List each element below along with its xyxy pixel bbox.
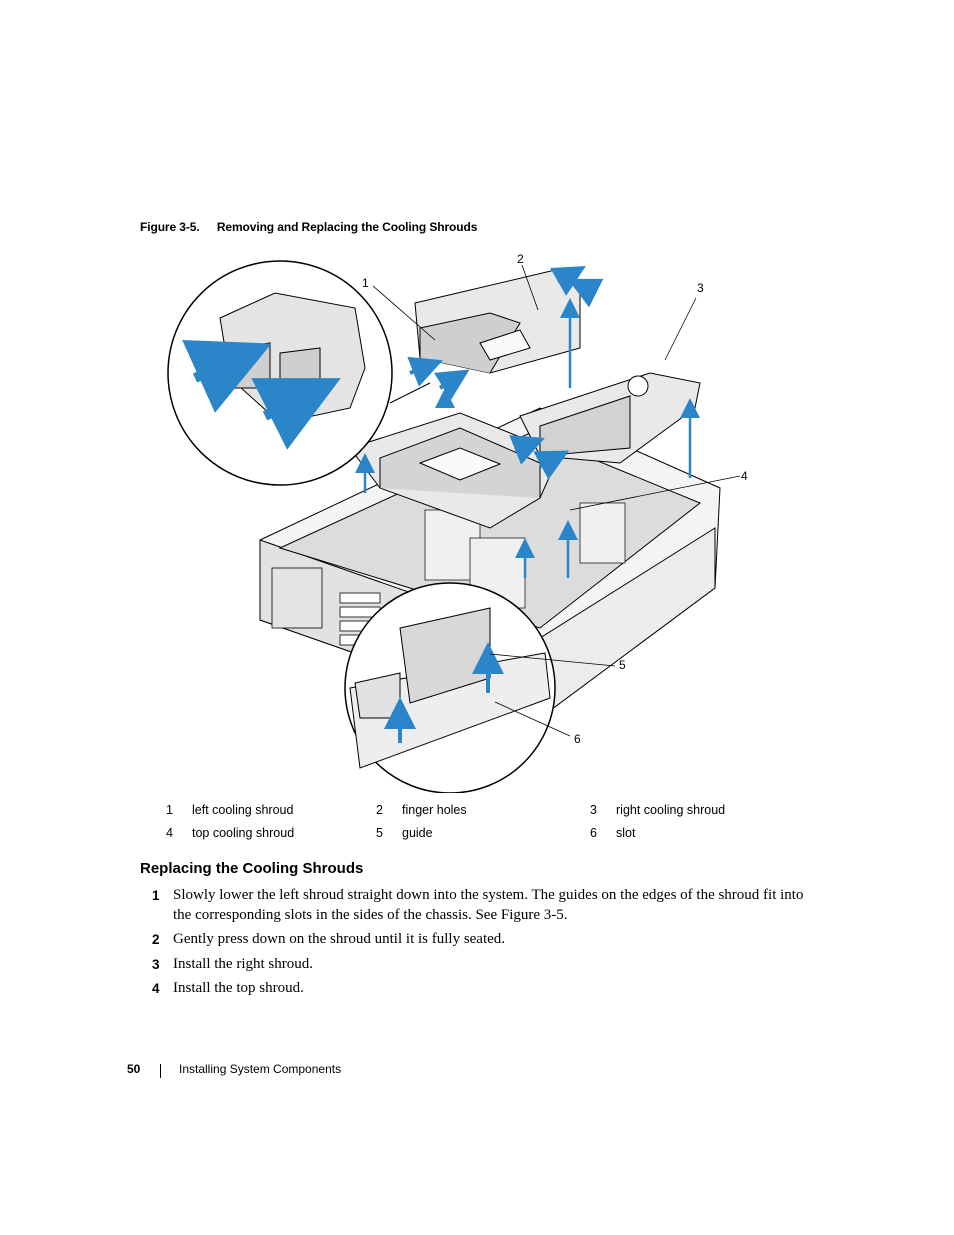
figure-number: Figure 3-5. bbox=[140, 220, 200, 234]
cooling-shroud-illustration: 1 2 3 4 5 6 bbox=[160, 248, 760, 794]
lift-arrows bbox=[355, 298, 700, 578]
leader-lines bbox=[372, 264, 741, 737]
step-text: Gently press down on the shroud until it… bbox=[173, 931, 506, 947]
step-number: 3 bbox=[152, 956, 160, 972]
illustration-svg bbox=[167, 260, 741, 794]
figure-title: Removing and Replacing the Cooling Shrou… bbox=[216, 220, 478, 234]
step-item: 2 Gently press down on the shroud until … bbox=[152, 930, 812, 950]
finger-holes-detail bbox=[167, 260, 431, 486]
callout-3: 3 bbox=[697, 281, 704, 295]
legend-row: 4 top cooling shroud 5 guide 6 slot bbox=[160, 823, 780, 846]
step-text: Install the top shroud. bbox=[173, 980, 304, 996]
legend-number: 3 bbox=[590, 803, 597, 817]
legend-text: right cooling shroud bbox=[616, 803, 726, 817]
step-text: Slowly lower the left shroud straight do… bbox=[173, 887, 804, 923]
legend-text: left cooling shroud bbox=[192, 803, 294, 817]
step-text: Install the right shroud. bbox=[173, 955, 313, 972]
callout-1: 1 bbox=[362, 276, 369, 290]
step-number: 1 bbox=[152, 888, 160, 903]
callout-6: 6 bbox=[574, 732, 581, 746]
legend-number: 1 bbox=[166, 803, 173, 817]
callout-legend: 1 left cooling shroud 2 finger holes 3 r… bbox=[160, 800, 780, 846]
callout-4: 4 bbox=[741, 469, 748, 483]
legend-number: 6 bbox=[590, 826, 597, 840]
top-cooling-shroud bbox=[414, 269, 581, 374]
legend-number: 4 bbox=[166, 826, 173, 840]
legend-number: 5 bbox=[376, 826, 383, 840]
footer-divider bbox=[160, 1064, 161, 1078]
procedure-steps: 1 Slowly lower the left shroud straight … bbox=[152, 886, 812, 1004]
step-item: 3 Install the right shroud. bbox=[152, 955, 812, 975]
step-item: 4 Install the top shroud. bbox=[152, 979, 812, 999]
legend-text: slot bbox=[616, 826, 636, 840]
left-cooling-shroud bbox=[349, 412, 561, 529]
legend-text: finger holes bbox=[402, 803, 467, 817]
section-heading: Replacing the Cooling Shrouds bbox=[140, 860, 364, 877]
legend-text: guide bbox=[402, 826, 433, 840]
page-footer: 50 Installing System Components bbox=[127, 1062, 341, 1078]
figure-caption: Figure 3-5. Removing and Replacing the C… bbox=[140, 220, 477, 234]
legend-row: 1 left cooling shroud 2 finger holes 3 r… bbox=[160, 800, 780, 823]
step-number: 2 bbox=[152, 932, 160, 947]
legend-text: top cooling shroud bbox=[192, 826, 295, 840]
press-arrows bbox=[407, 266, 604, 480]
page-number: 50 bbox=[127, 1062, 141, 1076]
right-cooling-shroud bbox=[519, 372, 701, 464]
chapter-title: Installing System Components bbox=[179, 1062, 342, 1076]
step-item: 1 Slowly lower the left shroud straight … bbox=[152, 886, 812, 925]
step-number: 4 bbox=[152, 981, 160, 996]
callout-2: 2 bbox=[517, 252, 524, 266]
guide-slot-detail bbox=[344, 582, 556, 794]
legend-number: 2 bbox=[376, 803, 383, 817]
callout-5: 5 bbox=[619, 658, 626, 672]
